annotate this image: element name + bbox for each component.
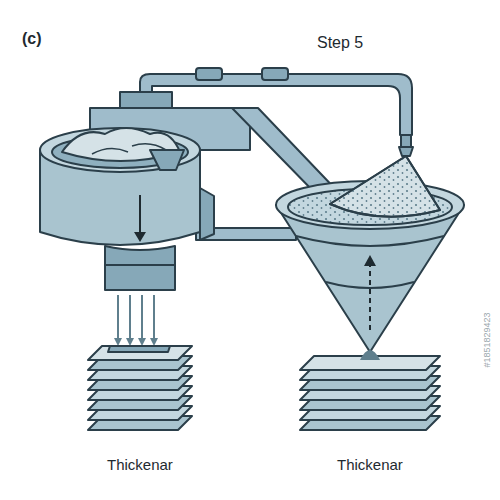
panel-letter: (c)	[22, 30, 42, 48]
thickener-label: Thickenar	[337, 456, 403, 473]
watermark-id: #1851829423	[482, 312, 492, 367]
thickener-label: Thickenar	[107, 456, 173, 473]
step-title: Step 5	[317, 34, 363, 52]
